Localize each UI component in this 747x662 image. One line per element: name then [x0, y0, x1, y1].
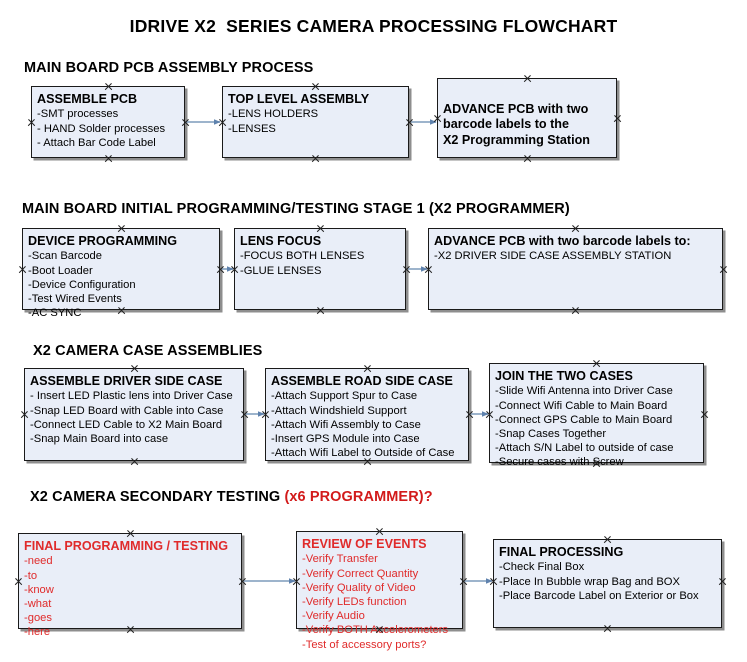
node-line: -Verify Quality of Video — [302, 581, 416, 594]
node-line: -Verify Audio — [302, 610, 365, 623]
node-final-processing[interactable]: FINAL PROCESSING -Check Final Box -Place… — [493, 539, 722, 628]
node-line: -Attach Wifi Label to Outside of Case — [271, 447, 455, 460]
node-line: -GLUE LENSES — [240, 264, 322, 277]
node-line: -FOCUS BOTH LENSES — [240, 250, 365, 263]
node-heading: ASSEMBLE PCB — [37, 92, 138, 106]
node-line: -Snap LED Board with Cable into Case — [30, 404, 224, 417]
section-heading-x2-camera-secondary-testing: X2 CAMERA SECONDARY TESTING (x6 PROGRAMM… — [30, 489, 433, 505]
node-line: -what — [24, 598, 52, 611]
section-heading-x2-camera-case-assemblies: X2 CAMERA CASE ASSEMBLIES — [33, 343, 262, 359]
node-advance-pcb-to-driver-side-case-assembly[interactable]: ADVANCE PCB with two barcode labels to: … — [428, 228, 723, 310]
node-line: -Verify Correct Quantity — [302, 567, 419, 580]
node-line: -here — [24, 626, 51, 639]
node-join-the-two-cases[interactable]: JOIN THE TWO CASES -Slide Wifi Antenna i… — [489, 363, 704, 468]
section-heading-main-board-initial-programming-testing-stage-1: MAIN BOARD INITIAL PROGRAMMING/TESTING S… — [22, 201, 570, 217]
node-line: -Boot Loader — [28, 264, 93, 277]
node-assemble-road-side-case[interactable]: ASSEMBLE ROAD SIDE CASE -Attach Support … — [265, 368, 469, 461]
section-heading-text: X2 CAMERA CASE ASSEMBLIES — [33, 343, 263, 359]
node-heading: ASSEMBLE DRIVER SIDE CASE — [30, 374, 223, 388]
node-line: -Attach Support Spur to Case — [271, 390, 418, 403]
node-line: -AC SYNC — [28, 307, 82, 320]
node-heading: LENS FOCUS — [240, 234, 322, 248]
node-line: -SMT processes — [37, 108, 119, 121]
node-line: -LENS HOLDERS — [228, 108, 319, 121]
node-line: -Connect LED Cable to X2 Main Board — [30, 418, 223, 431]
node-device-programming[interactable]: DEVICE PROGRAMMING -Scan Barcode -Boot L… — [22, 228, 220, 319]
section-heading-main-board-pcb-assembly-process: MAIN BOARD PCB ASSEMBLY PROCESS — [24, 60, 313, 76]
node-heading: ADVANCE PCB with two barcode labels to t… — [443, 102, 590, 147]
node-heading: TOP LEVEL ASSEMBLY — [228, 92, 370, 106]
node-review-of-events[interactable]: REVIEW OF EVENTS -Verify Transfer -Verif… — [296, 531, 463, 651]
node-advance-pcb-to-x2-programming-station[interactable]: ADVANCE PCB with two barcode labels to t… — [437, 78, 617, 158]
node-heading: REVIEW OF EVENTS — [302, 537, 427, 551]
node-assemble-pcb[interactable]: ASSEMBLE PCB -SMT processes - HAND Solde… — [31, 86, 185, 158]
node-line: -LENSES — [228, 122, 276, 135]
node-line: -need — [24, 555, 53, 568]
section-heading-text: MAIN BOARD PCB ASSEMBLY PROCESS — [24, 60, 314, 76]
node-line: -Connect GPS Cable to Main Board — [495, 413, 673, 426]
node-line: -Attach Wifi Assembly to Case — [271, 418, 421, 431]
node-line: -Scan Barcode — [28, 250, 103, 263]
node-line: -Verify LEDs function — [302, 596, 407, 609]
node-line: -Check Final Box — [499, 561, 585, 574]
node-line: -to — [24, 569, 38, 582]
node-line: -X2 DRIVER SIDE CASE ASSEMBLY STATION — [434, 250, 672, 263]
node-line: - Attach Bar Code Label — [37, 136, 156, 149]
node-line: -Attach S/N Label to outside of case — [495, 442, 674, 455]
node-final-programming-testing[interactable]: FINAL PROGRAMMING / TESTING -need -to -k… — [18, 533, 242, 638]
node-line: -Device Configuration — [28, 278, 136, 291]
node-heading: ADVANCE PCB with two barcode labels to: — [434, 234, 691, 248]
node-line: -Snap Cases Together — [495, 428, 607, 441]
node-top-level-assembly[interactable]: TOP LEVEL ASSEMBLY -LENS HOLDERS -LENSES — [222, 86, 409, 158]
node-line: -Verify Transfer — [302, 553, 378, 566]
node-line: -goes — [24, 612, 52, 625]
node-line: -Secure cases with Screw — [495, 456, 624, 469]
section-heading-text: MAIN BOARD INITIAL PROGRAMMING/TESTING S… — [22, 201, 570, 217]
node-line: - HAND Solder processes — [37, 122, 166, 135]
node-line: -Test Wired Events — [28, 293, 122, 306]
page-title: IDRIVE X2 SERIES CAMERA PROCESSING FLOWC… — [129, 16, 618, 36]
node-line: - Insert LED Plastic lens into Driver Ca… — [30, 390, 233, 403]
node-assemble-driver-side-case[interactable]: ASSEMBLE DRIVER SIDE CASE - Insert LED P… — [24, 368, 244, 461]
section-heading-text: X2 CAMERA SECONDARY TESTING — [30, 489, 285, 505]
node-line: -Attach Windshield Support — [271, 404, 407, 417]
node-lens-focus[interactable]: LENS FOCUS -FOCUS BOTH LENSES -GLUE LENS… — [234, 228, 406, 310]
node-line: -Verify BOTH Accelerometers — [302, 624, 449, 637]
node-line-overflow: -Test of accessory ports? — [302, 638, 427, 651]
node-line: -Snap Main Board into case — [30, 433, 169, 446]
node-heading: JOIN THE TWO CASES — [495, 369, 633, 383]
node-line: -Insert GPS Module into Case — [271, 433, 420, 446]
node-line: -Place In Bubble wrap Bag and BOX — [499, 575, 680, 588]
section-heading-accent: (x6 PROGRAMMER)? — [284, 489, 433, 505]
node-line: -know — [24, 583, 54, 596]
node-line: -Connect Wifi Cable to Main Board — [495, 399, 668, 412]
node-line: -Slide Wifi Antenna into Driver Case — [495, 385, 673, 398]
node-heading: FINAL PROCESSING — [499, 545, 624, 559]
node-heading: FINAL PROGRAMMING / TESTING — [24, 539, 229, 553]
node-heading: DEVICE PROGRAMMING — [28, 234, 178, 248]
node-heading: ASSEMBLE ROAD SIDE CASE — [271, 374, 453, 388]
node-line: -Place Barcode Label on Exterior or Box — [499, 589, 699, 602]
